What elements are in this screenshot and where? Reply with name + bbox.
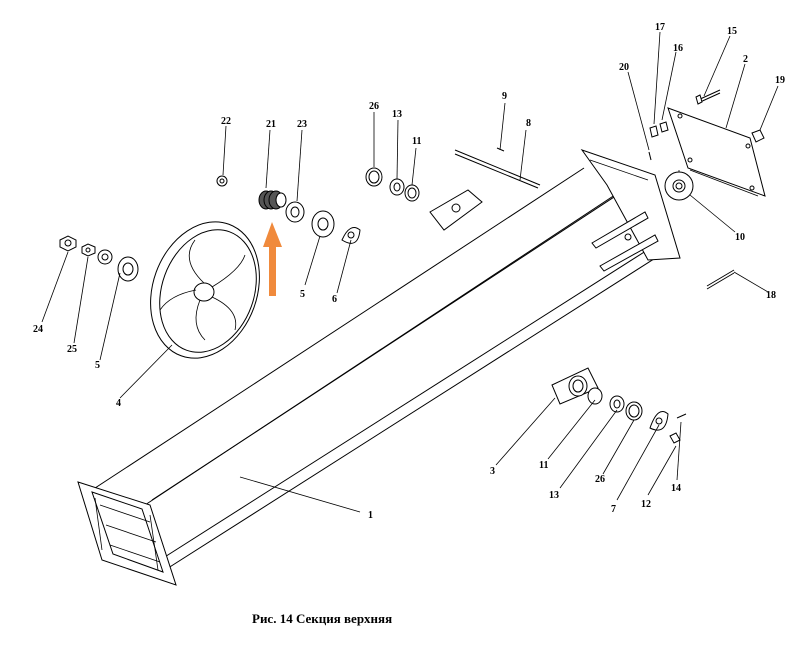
label-26-bottom: 26 bbox=[595, 474, 605, 485]
top-right-hardware bbox=[648, 89, 765, 290]
label-25: 25 bbox=[67, 344, 77, 355]
label-15: 15 bbox=[727, 26, 737, 37]
label-1: 1 bbox=[368, 510, 373, 521]
highlight-arrow bbox=[263, 222, 282, 296]
label-8: 8 bbox=[526, 118, 531, 129]
pulley bbox=[150, 221, 260, 359]
part-labels: 1 2 3 4 5 5 6 7 8 9 10 11 11 12 13 13 14… bbox=[33, 22, 785, 521]
leader-lines bbox=[41, 31, 779, 513]
label-6: 6 bbox=[332, 294, 337, 305]
label-16: 16 bbox=[673, 43, 683, 54]
label-21: 21 bbox=[266, 119, 276, 130]
label-26-top: 26 bbox=[369, 101, 379, 112]
label-9: 9 bbox=[502, 91, 507, 102]
label-17: 17 bbox=[655, 22, 665, 33]
label-19: 19 bbox=[775, 75, 785, 86]
label-11-top: 11 bbox=[412, 136, 421, 147]
label-12: 12 bbox=[641, 499, 651, 510]
sprocket bbox=[664, 170, 694, 201]
label-24: 24 bbox=[33, 324, 43, 335]
label-18: 18 bbox=[766, 290, 776, 301]
label-5-left: 5 bbox=[95, 360, 100, 371]
figure-caption: Рис. 14 Секция верхняя bbox=[252, 611, 393, 626]
label-14: 14 bbox=[671, 483, 681, 494]
left-hardware bbox=[59, 175, 361, 282]
label-7: 7 bbox=[611, 504, 616, 515]
label-2: 2 bbox=[743, 54, 748, 65]
label-5-gear: 5 bbox=[300, 289, 305, 300]
upper-hardware bbox=[365, 147, 541, 231]
label-13-top: 13 bbox=[392, 109, 402, 120]
spring bbox=[258, 190, 287, 210]
label-4: 4 bbox=[116, 398, 121, 409]
label-3: 3 bbox=[490, 466, 495, 477]
label-10: 10 bbox=[735, 232, 745, 243]
main-tube bbox=[77, 149, 681, 586]
label-11-bottom: 11 bbox=[539, 460, 548, 471]
label-20: 20 bbox=[619, 62, 629, 73]
bracket-plate bbox=[667, 107, 766, 197]
label-13-bottom: 13 bbox=[549, 490, 559, 501]
label-22: 22 bbox=[221, 116, 231, 127]
bottom-right-hardware bbox=[551, 367, 687, 444]
label-23: 23 bbox=[297, 119, 307, 130]
